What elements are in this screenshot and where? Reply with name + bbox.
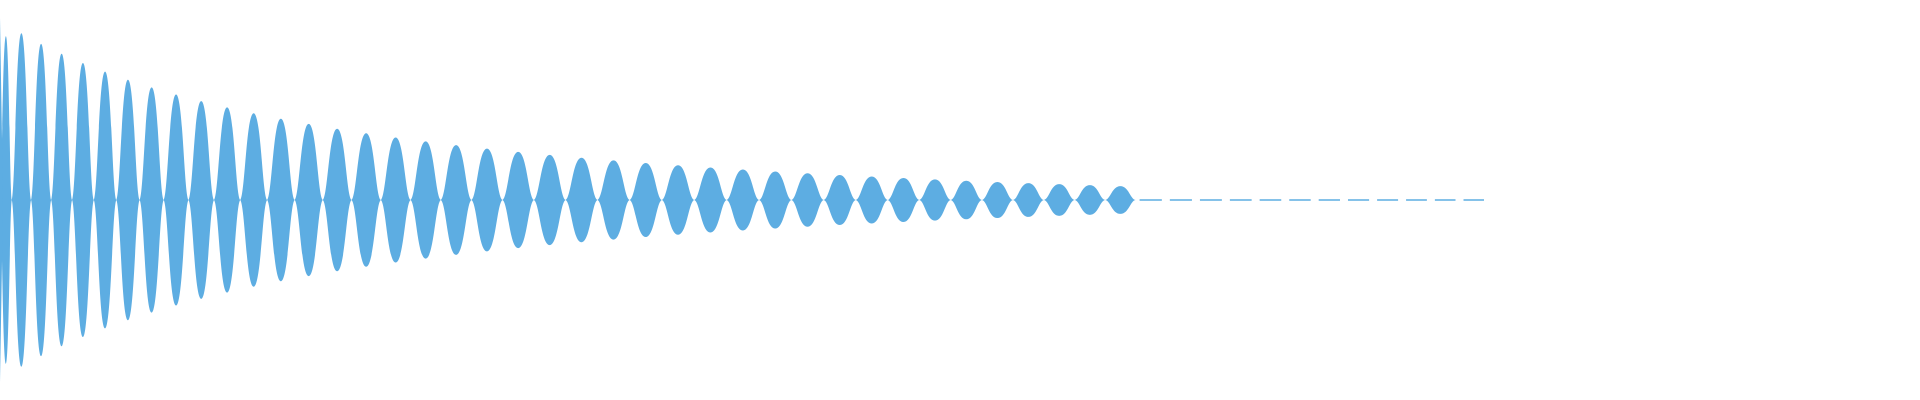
- waveform-lobe: [139, 87, 164, 313]
- waveform-lobe: [116, 79, 140, 321]
- waveform-lobe: [267, 118, 295, 282]
- waveform-lobe: [597, 160, 630, 240]
- waveform-lobe: [1012, 183, 1044, 217]
- waveform-lobe: [294, 123, 323, 277]
- waveform-lobe: [471, 148, 503, 252]
- waveform-lobe: [51, 53, 73, 347]
- waveform-lobe: [322, 128, 352, 272]
- waveform-lobe: [887, 178, 920, 222]
- waveform-lobe: [661, 165, 695, 235]
- waveform-lobes: [0, 18, 1136, 382]
- waveform-lobe: [163, 94, 189, 306]
- waveform-lobe: [380, 137, 411, 263]
- waveform-lobe: [213, 107, 241, 293]
- waveform-lobe: [93, 71, 117, 329]
- waveform-lobe: [823, 174, 856, 226]
- waveform-lobe: [72, 62, 94, 338]
- waveform-leading-spike: [0, 18, 3, 382]
- waveform-lobe: [565, 157, 598, 243]
- waveform-lobe: [502, 151, 534, 249]
- waveform-lobe: [1043, 184, 1075, 216]
- waveform-lobe: [950, 180, 982, 220]
- waveform-lobe: [726, 169, 760, 231]
- waveform-lobe: [533, 154, 566, 246]
- waveform-lobe: [240, 113, 268, 287]
- waveform-lobe: [694, 167, 727, 233]
- waveform-lobe: [855, 176, 888, 224]
- waveform-lobe: [919, 179, 951, 221]
- waveform-lobe: [981, 181, 1013, 219]
- waveform-lobe: [791, 173, 824, 227]
- waveform-lobe: [31, 43, 52, 357]
- waveform-lobe: [11, 33, 32, 367]
- waveform-lobe: [440, 145, 472, 255]
- waveform-lobe: [188, 101, 214, 299]
- waveform-lobe: [0, 36, 12, 364]
- waveform-lobe: [1074, 185, 1106, 215]
- waveform-lobe: [351, 133, 381, 267]
- waveform-lobe: [629, 162, 662, 238]
- waveform-lobe: [410, 141, 441, 259]
- waveform-lobe: [1105, 186, 1136, 214]
- waveform-lobe: [759, 171, 792, 229]
